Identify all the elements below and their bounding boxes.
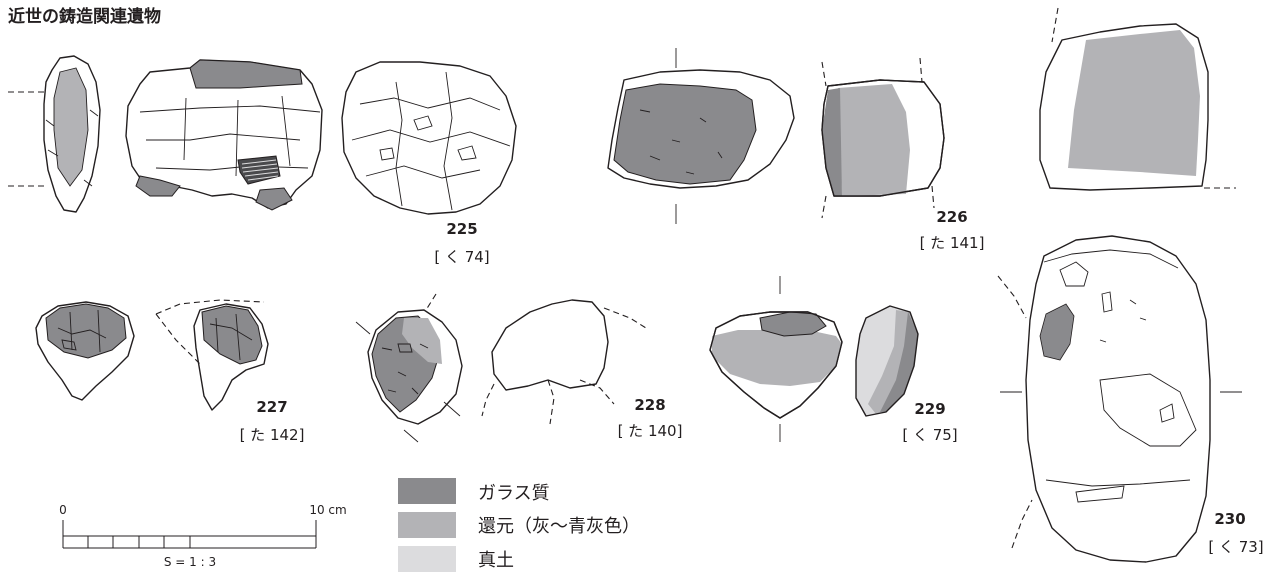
artifact-230-number: 230: [1214, 510, 1245, 528]
artifact-228-front-view: [355, 293, 463, 443]
artifact-225-back-view: [341, 61, 517, 215]
scale-end-label: 10 cm: [309, 503, 346, 517]
artifact-230-upper-fragment: [1039, 7, 1236, 191]
artifact-226-drawings: 226 [ た 141]: [607, 48, 985, 252]
legend-label-clay: 真土: [478, 550, 514, 571]
artifact-226-number: 226: [936, 208, 967, 226]
artifact-225-number: 225: [446, 220, 477, 238]
legend-label-glass: ガラス質: [478, 483, 550, 504]
artifact-228-side-view: [481, 299, 647, 425]
artifact-230-reference: [ く 73]: [1208, 538, 1263, 556]
legend-swatch-clay: [398, 546, 456, 572]
artifact-229-drawings: 229 [ く 75]: [709, 276, 958, 444]
scale-ratio-label: S = 1 : 3: [164, 555, 216, 569]
artifact-227-reference: [ た 142]: [240, 426, 305, 444]
legend-label-reduced: 還元（灰〜青灰色）: [478, 516, 640, 537]
artifact-227-front-view: [35, 301, 135, 401]
artifact-227-side-view: [155, 299, 269, 411]
artifact-228-reference: [ た 140]: [618, 422, 683, 440]
scale-start-label: 0: [59, 503, 67, 517]
artifact-230-drawings: 230 [ く 73]: [997, 235, 1264, 563]
artifact-229-reference: [ く 75]: [902, 426, 957, 444]
legend-swatch-glass: [398, 478, 456, 504]
artifact-228-drawings: 228 [ た 140]: [355, 293, 683, 443]
artifact-229-front-view: [709, 276, 843, 442]
artifact-225-reference: [ く 74]: [434, 248, 489, 266]
artifact-225-side-view: [8, 55, 101, 213]
legend-swatch-reduced: [398, 512, 456, 538]
artifact-228-number: 228: [634, 396, 665, 414]
material-legend: ガラス質 還元（灰〜青灰色） 真土: [398, 478, 640, 572]
artifact-227-drawings: 227 [ た 142]: [35, 299, 305, 444]
artifact-226-side-view: [821, 57, 945, 219]
artifact-229-side-view: [855, 305, 919, 417]
artifact-226-front-view: [607, 48, 795, 224]
artifact-226-reference: [ た 141]: [920, 234, 985, 252]
artifact-227-number: 227: [256, 398, 287, 416]
artifact-225-front-view: [125, 59, 323, 211]
artifact-229-number: 229: [914, 400, 945, 418]
scale-bar: 0 10 cm S = 1 : 3: [59, 503, 347, 569]
artifact-225-drawings: 225 [ く 74]: [8, 55, 517, 266]
plate-title: 近世の鋳造関連遺物: [8, 6, 161, 27]
